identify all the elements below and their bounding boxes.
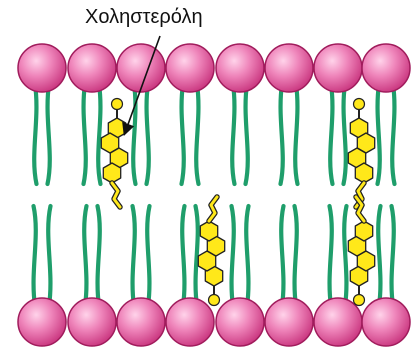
lipid-tail — [378, 84, 380, 184]
lipid-tail — [344, 206, 346, 306]
lipid-tail — [98, 84, 100, 184]
lipid-tail — [378, 206, 380, 306]
cholesterol-label: Χοληστερόλη — [85, 6, 203, 28]
hydroxyl-group — [354, 295, 365, 306]
lipid-tail — [344, 84, 346, 184]
phospholipid-head — [362, 44, 410, 92]
lipid-tail — [295, 84, 297, 184]
lipid-tail — [84, 206, 86, 306]
lipid-tail — [246, 84, 248, 184]
phospholipid-head — [18, 298, 66, 346]
lipid-tail — [84, 84, 86, 184]
lipid-tail — [182, 84, 184, 184]
lipid-tail — [196, 84, 198, 184]
lipid-tail — [330, 206, 332, 306]
phospholipid-head — [265, 44, 313, 92]
lipid-tail — [281, 84, 283, 184]
phospholipid-head — [68, 44, 116, 92]
cholesterol-molecules — [101, 99, 374, 306]
lipid-tail — [392, 206, 394, 306]
lipid-tail — [133, 206, 135, 306]
lipid-tail — [295, 206, 297, 306]
lipid-tail — [147, 206, 149, 306]
lipid-tail — [182, 206, 184, 306]
lipid-tail — [232, 84, 234, 184]
sterol-ring — [355, 221, 372, 241]
lipid-tail — [246, 206, 248, 306]
phospholipid-head — [314, 298, 362, 346]
lipid-tail — [48, 206, 50, 306]
lipid-tail — [98, 206, 100, 306]
hydroxyl-group — [112, 99, 123, 110]
phospholipid-head — [216, 44, 264, 92]
phospholipid-head — [166, 298, 214, 346]
phospholipid-head — [68, 298, 116, 346]
phospholipid-head — [117, 298, 165, 346]
lipid-tail — [281, 206, 283, 306]
hydroxyl-group — [209, 295, 220, 306]
sterol-ring — [103, 163, 120, 183]
phospholipid-head — [265, 298, 313, 346]
sterol-ring — [355, 163, 372, 183]
phospholipid-head — [362, 298, 410, 346]
phospholipid-head — [117, 44, 165, 92]
phospholipid-head — [314, 44, 362, 92]
phospholipid-head — [18, 44, 66, 92]
lipid-tail — [34, 84, 36, 184]
lipid-tail — [133, 84, 135, 184]
lipid-tail — [392, 84, 394, 184]
phospholipid-head — [166, 44, 214, 92]
lipid-tail — [48, 84, 50, 184]
cholesterol-molecule — [348, 197, 374, 306]
lipid-tail — [232, 206, 234, 306]
lipid-tail — [196, 206, 198, 306]
lipid-tail — [147, 84, 149, 184]
hydroxyl-group — [354, 99, 365, 110]
sterol-ring — [200, 221, 217, 241]
cholesterol-molecule — [348, 99, 374, 208]
lipid-tail — [330, 84, 332, 184]
cholesterol-molecule — [198, 197, 224, 306]
phospholipid-head — [216, 298, 264, 346]
cholesterol-molecule — [101, 99, 127, 208]
lipid-tail — [34, 206, 36, 306]
